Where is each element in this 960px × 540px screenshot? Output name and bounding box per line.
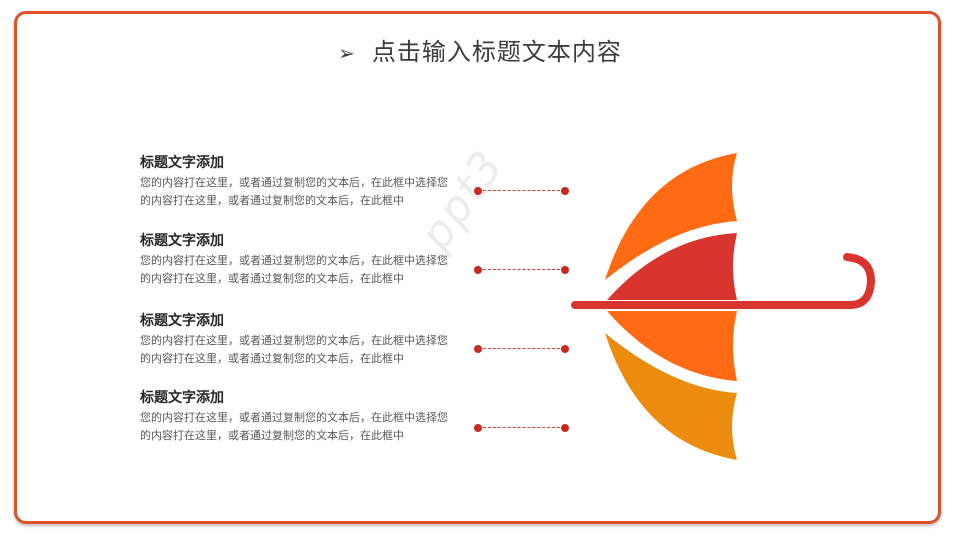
item-heading: 标题文字添加 [140, 233, 224, 249]
umbrella-graphic [571, 153, 876, 460]
connector-line [478, 190, 565, 191]
connector-line [478, 427, 565, 428]
umbrella-handle [843, 253, 876, 309]
item-body: 您的内容打在这里，或者通过复制您的文本后，在此框中选择您的内容打在这里，或者通过… [140, 176, 448, 207]
connector-dot [474, 424, 482, 432]
text-item-4: 标题文字添加 您的内容打在这里，或者通过复制您的文本后，在此框中选择您的内容打在… [140, 389, 460, 445]
connector-2 [474, 266, 569, 274]
item-body: 您的内容打在这里，或者通过复制您的文本后，在此框中选择您的内容打在这里，或者通过… [140, 411, 448, 442]
connector-dot [561, 187, 569, 195]
item-body: 您的内容打在这里，或者通过复制您的文本后，在此框中选择您的内容打在这里，或者通过… [140, 254, 448, 285]
slide-title-text: 点击输入标题文本内容 [371, 38, 622, 66]
connector-dot [561, 424, 569, 432]
slide-title: ➢ 点击输入标题文本内容 [0, 32, 960, 67]
connector-line [478, 348, 565, 349]
item-heading: 标题文字添加 [140, 313, 224, 329]
umbrella-segment-3 [607, 311, 737, 381]
umbrella-segment-2 [607, 233, 737, 300]
text-item-3: 标题文字添加 您的内容打在这里，或者通过复制您的文本后，在此框中选择您的内容打在… [140, 312, 460, 368]
item-heading: 标题文字添加 [140, 155, 224, 171]
arrow-bullet-icon: ➢ [338, 41, 356, 65]
connector-line [478, 269, 565, 270]
connector-dot [561, 266, 569, 274]
umbrella-segment-4 [605, 333, 737, 460]
text-item-1: 标题文字添加 您的内容打在这里，或者通过复制您的文本后，在此框中选择您的内容打在… [140, 154, 460, 210]
connector-1 [474, 187, 569, 195]
connector-3 [474, 345, 569, 353]
connector-dot [561, 345, 569, 353]
connector-dot [474, 345, 482, 353]
umbrella-segment-1 [605, 153, 737, 280]
connector-dot [474, 266, 482, 274]
connector-dot [474, 187, 482, 195]
connector-4 [474, 424, 569, 432]
item-heading: 标题文字添加 [140, 390, 224, 406]
item-body: 您的内容打在这里，或者通过复制您的文本后，在此框中选择您的内容打在这里，或者通过… [140, 334, 448, 365]
text-item-2: 标题文字添加 您的内容打在这里，或者通过复制您的文本后，在此框中选择您的内容打在… [140, 232, 460, 288]
